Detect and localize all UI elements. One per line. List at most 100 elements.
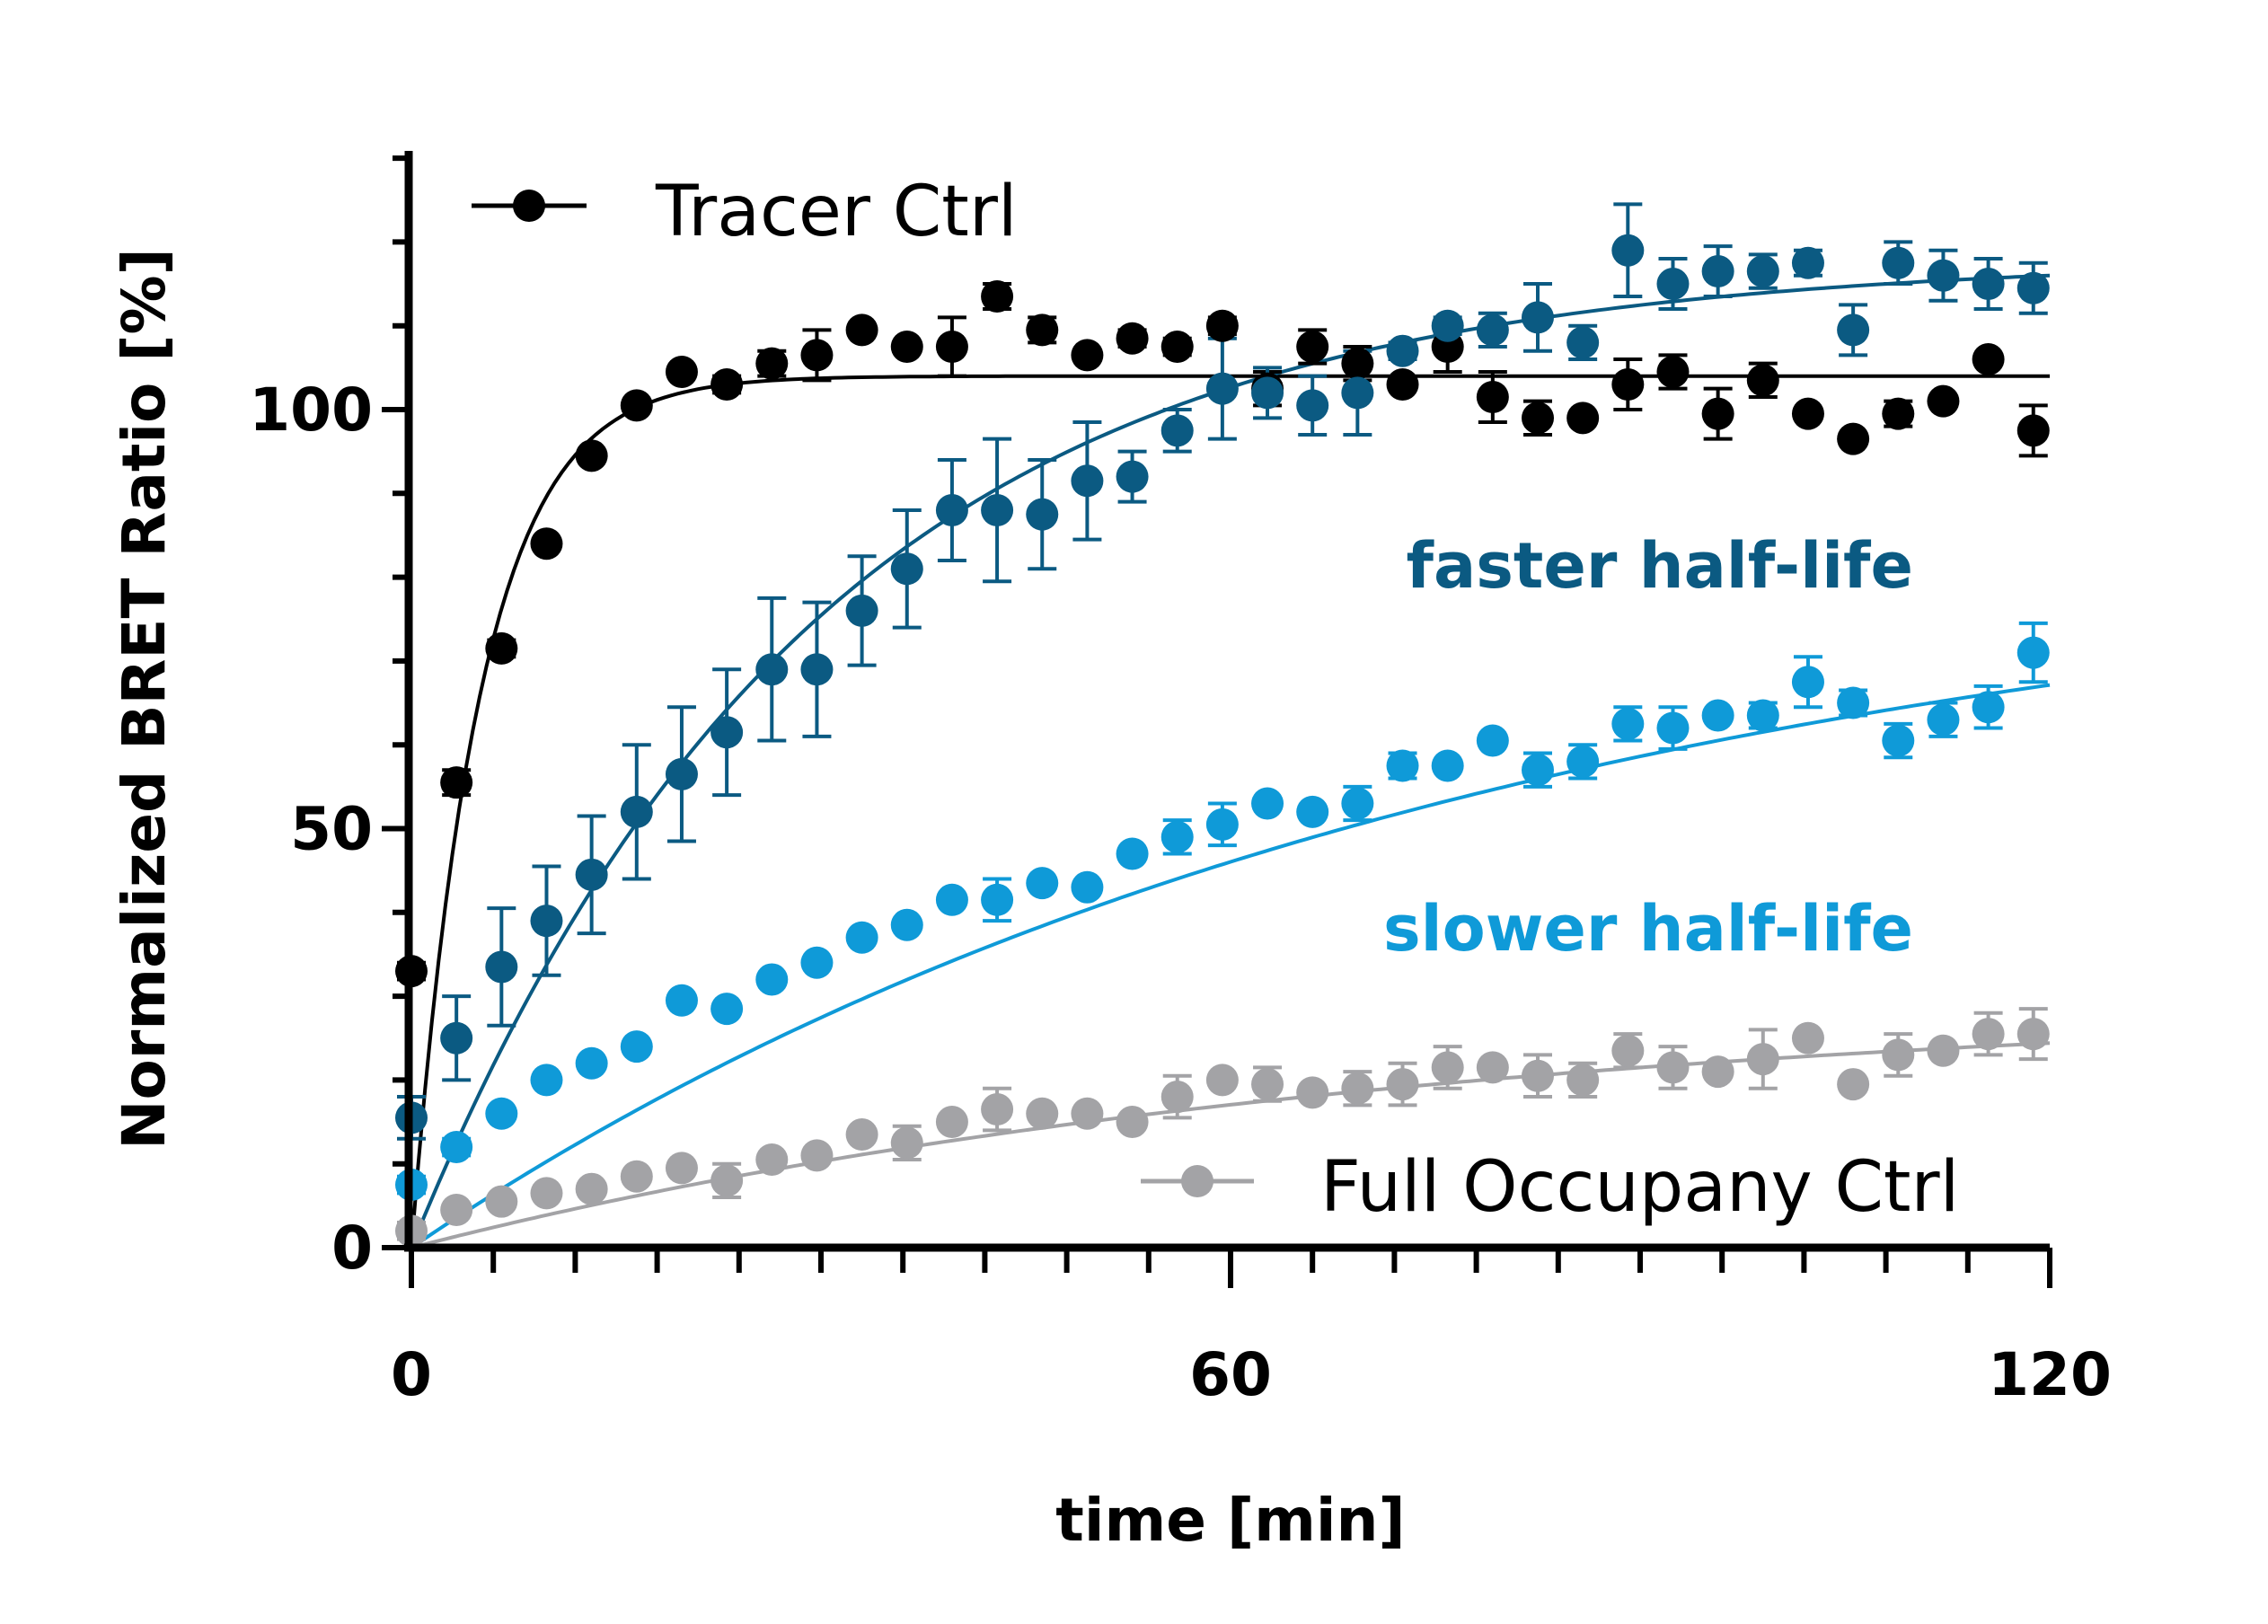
data-point-full-occupany-ctrl [1431,1051,1464,1084]
data-point-slower-half-life [845,921,878,954]
data-point-faster-half-life [1972,268,2005,301]
x-axis-title: time [min] [1055,1486,1405,1555]
data-point-tracer-ctrl [1701,397,1734,430]
data-point-slower-half-life [530,1064,563,1097]
data-point-full-occupany-ctrl [1476,1051,1509,1084]
data-point-tracer-ctrl [440,766,473,799]
data-point-slower-half-life [981,883,1014,916]
data-point-slower-half-life [1522,754,1554,787]
data-point-slower-half-life [665,984,698,1017]
data-point-full-occupany-ctrl [710,1164,744,1197]
data-point-tracer-ctrl [710,368,744,402]
data-point-full-occupany-ctrl [1160,1081,1194,1114]
data-point-faster-half-life [981,493,1014,526]
data-point-slower-half-life [1386,749,1419,782]
data-point-faster-half-life [1296,389,1329,422]
data-point-slower-half-life [1837,686,1870,719]
data-point-tracer-ctrl [1205,309,1239,342]
data-point-slower-half-life [1882,724,1915,757]
data-point-slower-half-life [1116,837,1149,870]
data-point-full-occupany-ctrl [890,1126,923,1160]
data-point-tracer-ctrl [890,331,923,364]
data-point-slower-half-life [575,1046,608,1080]
annotation-faster-half-life: faster half-life [1407,529,1913,603]
data-point-slower-half-life [1476,724,1509,757]
data-point-tracer-ctrl [1071,339,1104,372]
data-point-faster-half-life [800,653,834,686]
legend-full-occupancy-ctrl: Full Occupany Ctrl [1141,1147,1959,1228]
data-point-faster-half-life [530,905,563,938]
data-point-slower-half-life [1160,820,1194,853]
legend-tracer-ctrl-label: Tracer Ctrl [655,172,1018,252]
legend-tracer-ctrl-marker [513,190,545,222]
data-point-tracer-ctrl [1160,331,1194,364]
data-point-full-occupany-ctrl [755,1143,789,1177]
data-point-tracer-ctrl [1611,368,1645,402]
data-point-full-occupany-ctrl [1205,1064,1239,1097]
data-point-slower-half-life [1071,870,1104,904]
data-point-tracer-ctrl [981,280,1014,313]
data-point-full-occupany-ctrl [1386,1068,1419,1101]
data-point-slower-half-life [1431,749,1464,782]
legend-full-occupancy-ctrl-marker [1181,1165,1213,1197]
data-point-tracer-ctrl [1116,322,1149,355]
data-point-tracer-ctrl [1476,381,1509,414]
data-point-slower-half-life [1341,787,1374,820]
data-point-tracer-ctrl [1746,364,1779,397]
x-tick-label: 120 [1988,1340,2112,1409]
data-point-faster-half-life [1341,376,1374,410]
data-point-faster-half-life [1611,234,1645,267]
data-point-tracer-ctrl [935,331,968,364]
data-point-tracer-ctrl [530,527,563,560]
data-point-full-occupany-ctrl [440,1194,473,1227]
data-point-tracer-ctrl [1791,397,1824,430]
data-point-full-occupany-ctrl [530,1177,563,1210]
data-point-full-occupany-ctrl [665,1152,698,1185]
data-point-faster-half-life [1656,268,1690,301]
data-point-full-occupany-ctrl [935,1106,968,1139]
data-point-tracer-ctrl [800,339,834,372]
data-point-faster-half-life [1746,255,1779,288]
data-point-full-occupany-ctrl [1566,1064,1600,1097]
data-point-faster-half-life [1160,414,1194,447]
data-point-faster-half-life [485,950,518,984]
data-point-faster-half-life [845,594,878,627]
data-point-full-occupany-ctrl [1656,1051,1690,1084]
data-point-slower-half-life [440,1131,473,1164]
data-point-full-occupany-ctrl [1927,1034,1960,1067]
data-point-faster-half-life [890,552,923,586]
y-tick-label: 0 [331,1214,373,1283]
data-point-tracer-ctrl [1927,384,1960,418]
data-point-full-occupany-ctrl [1972,1018,2005,1051]
data-point-tracer-ctrl [1341,347,1374,380]
data-point-slower-half-life [1927,703,1960,737]
data-point-faster-half-life [2016,271,2050,304]
data-point-faster-half-life [1251,376,1284,410]
data-point-tracer-ctrl [1522,402,1554,435]
data-point-faster-half-life [1205,372,1239,405]
data-point-full-occupany-ctrl [620,1160,653,1193]
data-point-full-occupany-ctrl [1071,1097,1104,1130]
x-tick-label: 0 [391,1340,432,1409]
data-point-tracer-ctrl [485,631,518,665]
y-tick-label: 50 [290,795,373,864]
data-point-tracer-ctrl [2016,414,2050,447]
data-point-faster-half-life [1431,309,1464,342]
data-point-slower-half-life [1746,699,1779,732]
data-point-full-occupany-ctrl [1837,1068,1870,1101]
data-point-slower-half-life [890,908,923,941]
data-point-full-occupany-ctrl [1701,1055,1734,1089]
data-point-tracer-ctrl [1026,313,1059,347]
data-point-slower-half-life [2016,636,2050,669]
data-point-slower-half-life [620,1030,653,1064]
data-point-slower-half-life [1296,795,1329,828]
data-point-tracer-ctrl [665,356,698,389]
data-point-full-occupany-ctrl [981,1093,1014,1126]
data-point-slower-half-life [1972,691,2005,724]
data-point-full-occupany-ctrl [485,1185,518,1218]
data-point-tracer-ctrl [1566,402,1600,435]
data-point-faster-half-life [620,795,653,828]
data-point-tracer-ctrl [1656,356,1690,389]
